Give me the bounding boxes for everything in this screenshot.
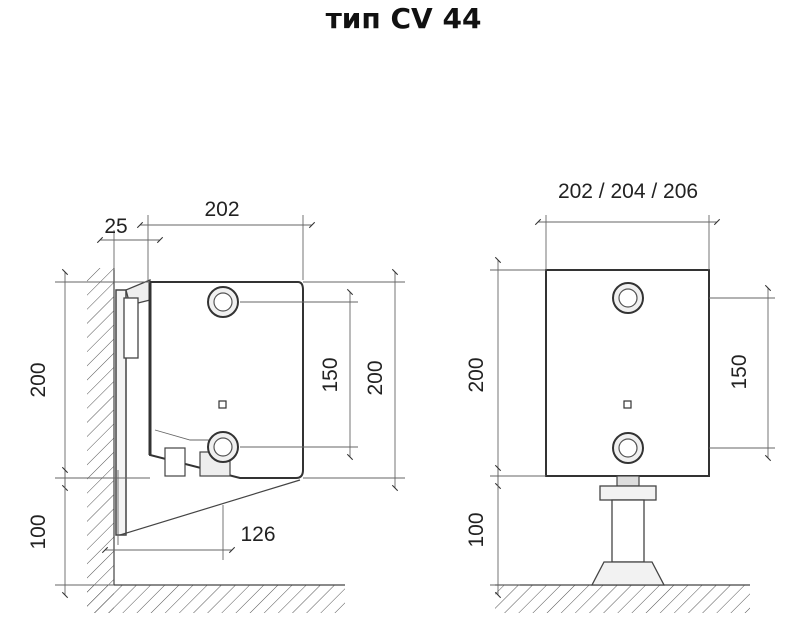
dim-line-height-right [303,268,405,492]
dim-depth-label: 202 [204,198,239,221]
dim-depth-options-label: 202 / 204 / 206 [558,180,698,203]
dim-height-front-label: 200 [465,357,488,392]
dim-line-floor-front [490,464,520,599]
wall [87,268,115,613]
diagram-title: тип CV 44 [325,2,482,35]
dim-line-depth-options [534,215,721,270]
dim-bracket-label: 126 [240,523,275,546]
bottom-connection-circle-front [612,432,644,464]
dim-connection-side-label: 150 [319,357,342,392]
dim-line-height-left [55,268,150,492]
dim-line-connection-front [709,284,775,462]
dim-height-right-label: 200 [364,360,387,395]
bottom-connection-circle-side [207,431,239,463]
dim-line-height-front [490,256,546,490]
floor-left [87,584,345,613]
air-vent-marker-side [218,400,227,409]
air-vent-marker-front [623,400,632,409]
dim-line-depth [136,215,316,280]
dim-line-bracket [101,505,236,560]
dim-connection-front-label: 150 [728,354,751,389]
floor-stand [590,475,666,586]
floor-right [495,584,750,613]
top-connection-circle-front [612,282,644,314]
top-connection-circle-side [207,286,239,318]
dim-height-left-label: 200 [27,362,50,397]
dim-floor-front-label: 100 [465,512,488,547]
dim-line-connection-side [240,288,358,461]
front-view: 202 / 204 / 206 200 100 150 [465,180,775,613]
dim-floor-left-label: 100 [27,514,50,549]
dim-wall-gap-label: 25 [104,215,127,238]
dim-line-floor-left [55,466,114,599]
side-view: 25 202 200 100 150 [27,198,405,613]
wall-bracket [115,279,301,545]
